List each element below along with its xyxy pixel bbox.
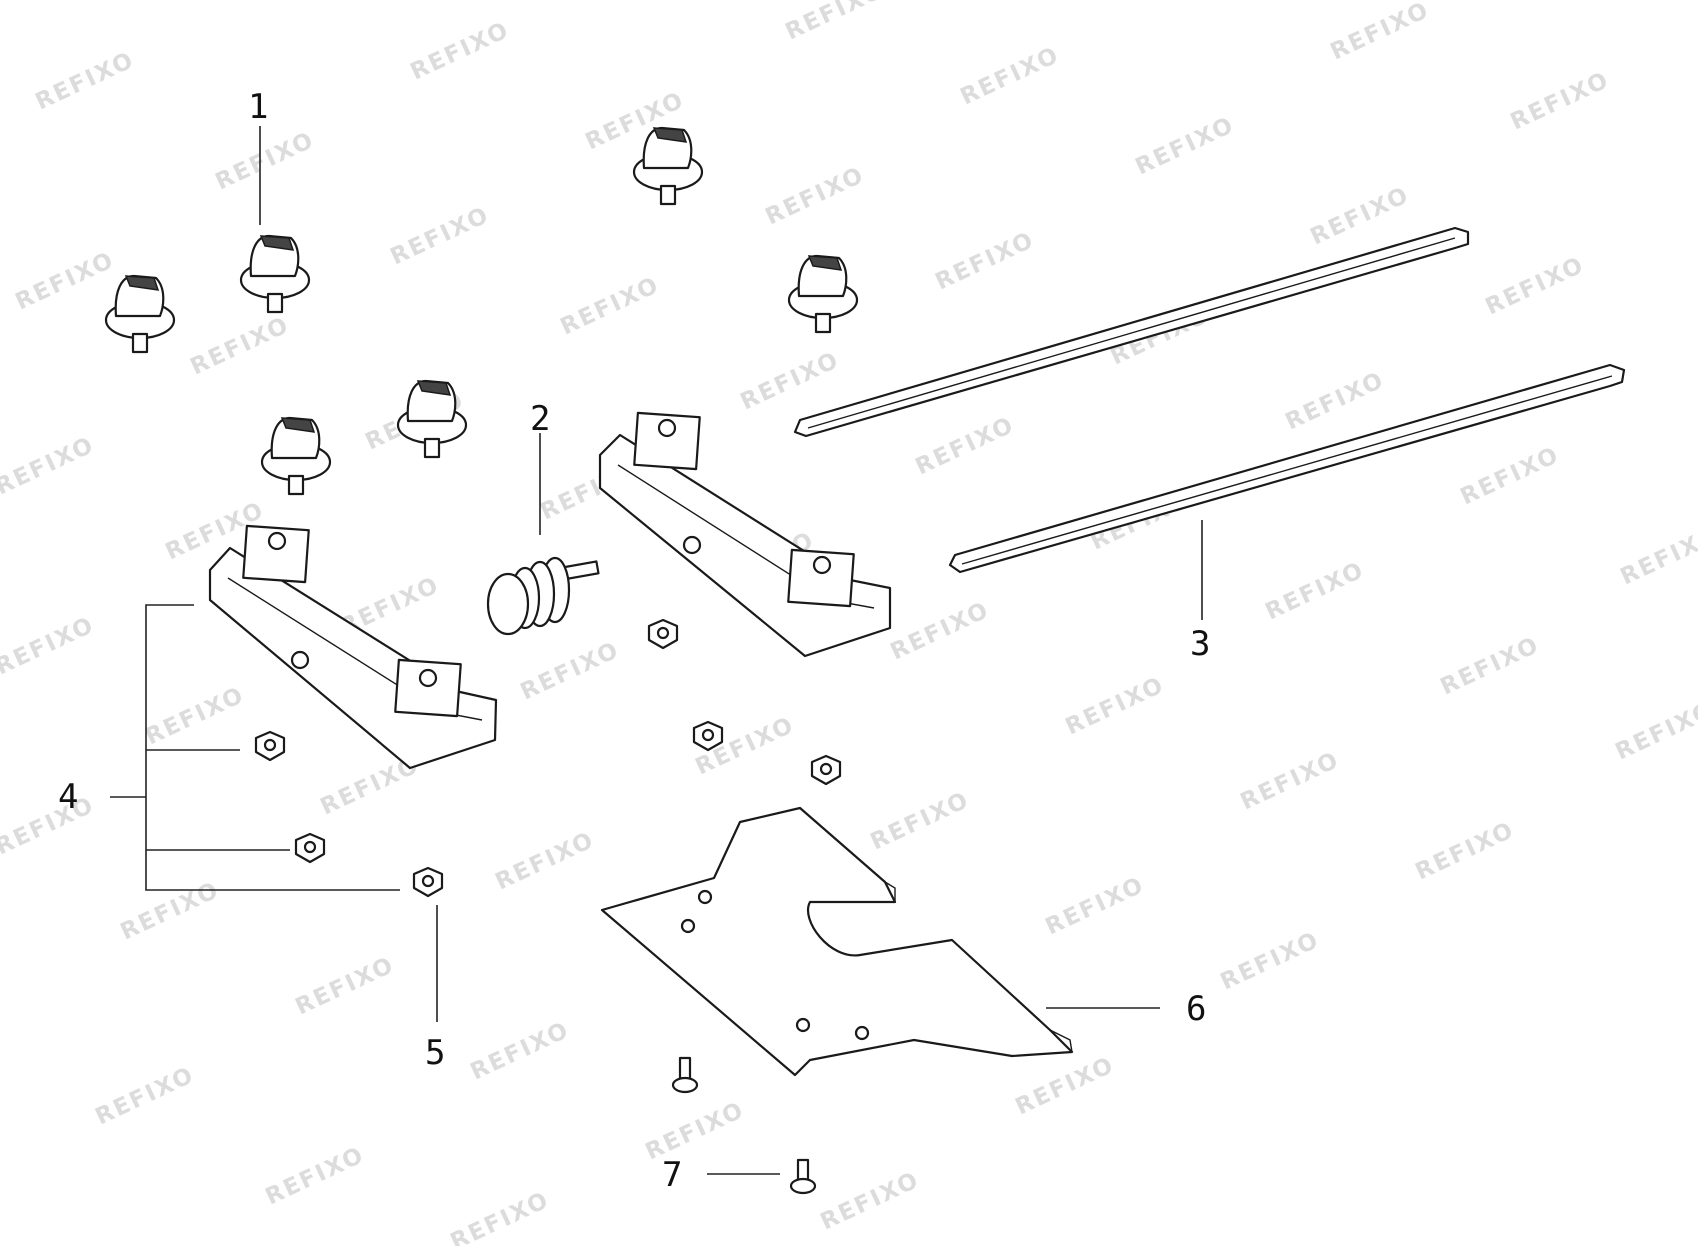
- callout-1: 1: [248, 87, 268, 127]
- watermark: REFIXO: [557, 272, 664, 340]
- hex-nut: [692, 720, 724, 752]
- watermark: REFIXO: [1012, 1052, 1119, 1120]
- hex-nut: [254, 730, 286, 762]
- hinge-bracket: [598, 411, 892, 658]
- watermark: REFIXO: [957, 42, 1064, 110]
- watermark: REFIXO: [92, 1062, 199, 1130]
- callout-2: 2: [530, 399, 550, 439]
- callout-5: 5: [425, 1033, 445, 1073]
- watermark: REFIXO: [932, 227, 1039, 295]
- watermark: REFIXO: [0, 612, 99, 680]
- watermark: REFIXO: [817, 1167, 924, 1235]
- watermark: REFIXO: [782, 0, 889, 45]
- watermark: REFIXO: [1217, 927, 1324, 995]
- control-knob: [632, 126, 704, 206]
- watermark: REFIXO: [1282, 367, 1389, 435]
- callout-6: 6: [1186, 989, 1206, 1029]
- hex-nut: [412, 866, 444, 898]
- screw: [671, 1056, 699, 1094]
- rod: [948, 363, 1626, 574]
- watermark: REFIXO: [1262, 557, 1369, 625]
- watermark: REFIXO: [12, 247, 119, 315]
- watermark: REFIXO: [117, 877, 224, 945]
- watermark: REFIXO: [1437, 632, 1544, 700]
- watermark: REFIXO: [1457, 442, 1564, 510]
- watermark: REFIXO: [0, 432, 99, 500]
- watermark: REFIXO: [1617, 522, 1698, 590]
- control-knob: [260, 416, 332, 496]
- watermark: REFIXO: [737, 347, 844, 415]
- watermark: REFIXO: [0, 792, 99, 860]
- watermark: REFIXO: [867, 787, 974, 855]
- hex-nut: [810, 754, 842, 786]
- control-knob: [396, 379, 468, 459]
- watermark: REFIXO: [1412, 817, 1519, 885]
- watermark: REFIXO: [292, 952, 399, 1020]
- watermark: REFIXO: [262, 1142, 369, 1210]
- watermark: REFIXO: [762, 162, 869, 230]
- hinge-bracket: [208, 524, 498, 770]
- watermark: REFIXO: [1132, 112, 1239, 180]
- watermark: REFIXO: [467, 1017, 574, 1085]
- callout-3: 3: [1190, 624, 1210, 664]
- watermark: REFIXO: [1327, 0, 1434, 65]
- watermark: REFIXO: [1042, 872, 1149, 940]
- control-knob: [787, 254, 859, 334]
- watermark: REFIXO: [492, 827, 599, 895]
- rod-group: [793, 226, 1626, 574]
- screw: [789, 1158, 817, 1195]
- knob-group: [104, 126, 859, 496]
- mounting-plate: [600, 806, 1074, 1077]
- watermark: REFIXO: [407, 17, 514, 85]
- watermark: REFIXO: [1482, 252, 1589, 320]
- watermark: REFIXO: [1062, 672, 1169, 740]
- watermark: REFIXO: [517, 637, 624, 705]
- watermark: REFIXO: [32, 47, 139, 115]
- watermark: REFIXO: [1307, 182, 1414, 250]
- hex-nut: [647, 618, 679, 650]
- callout-4: 4: [58, 777, 78, 817]
- watermark: REFIXO: [142, 682, 249, 750]
- valve-plunger: [486, 556, 600, 636]
- callout-7: 7: [662, 1155, 682, 1195]
- watermark: REFIXO: [642, 1097, 749, 1165]
- leader-lines: [110, 126, 1203, 1175]
- rod: [793, 226, 1470, 438]
- watermark: REFIXO: [1237, 747, 1344, 815]
- watermark: REFIXO: [887, 597, 994, 665]
- control-knob: [104, 274, 176, 354]
- watermark: REFIXO: [212, 127, 319, 195]
- watermark: REFIXO: [912, 412, 1019, 480]
- hex-nut: [294, 832, 326, 864]
- watermark: REFIXO: [447, 1187, 554, 1246]
- callout-labels: 1 2 3 4 5 6 7: [58, 87, 1210, 1195]
- watermark: REFIXO: [187, 312, 294, 380]
- watermark: REFIXO: [1612, 697, 1698, 765]
- watermark: REFIXO: [1507, 67, 1614, 135]
- control-knob: [239, 234, 311, 314]
- watermark: REFIXO: [387, 202, 494, 270]
